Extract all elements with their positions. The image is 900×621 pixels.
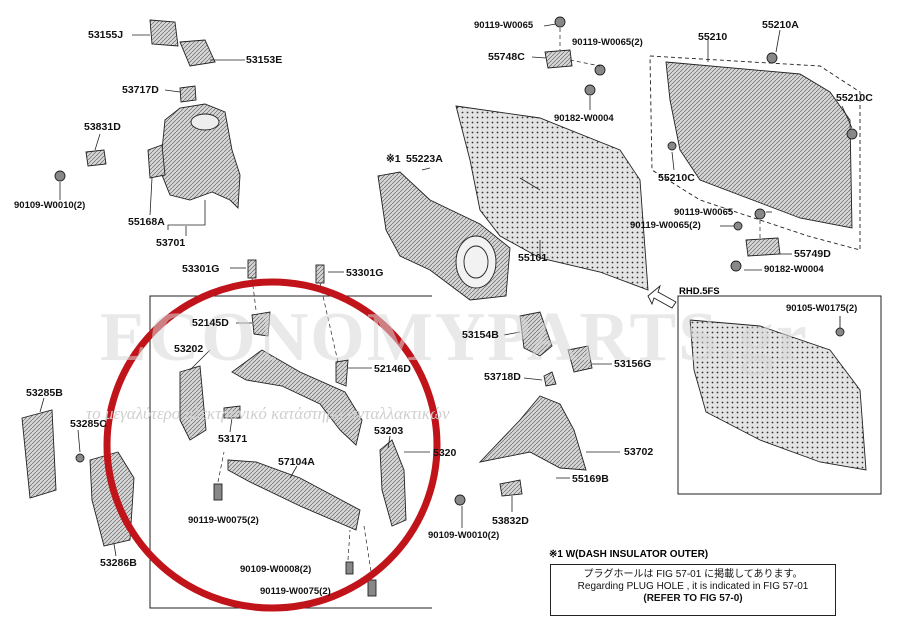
label-52145D: 52145D xyxy=(192,317,229,329)
label-53286B: 53286B xyxy=(100,557,137,569)
label-55169B: 55169B xyxy=(572,473,609,485)
left-bracket-leaders xyxy=(39,397,117,557)
label-55748C: 55748C xyxy=(488,51,525,63)
apron-right-part xyxy=(454,311,593,506)
label-53202: 53202 xyxy=(174,343,204,355)
note-line-2: Regarding PLUG HOLE , it is indicated in… xyxy=(577,581,809,592)
label-53285B: 53285B xyxy=(26,387,63,399)
label-55210C-left: 55210C xyxy=(658,172,695,184)
label-55210C-right: 55210C xyxy=(836,92,873,104)
label-53153E: 53153E xyxy=(246,54,283,66)
rhd-inset-frame xyxy=(677,295,882,495)
label-53702: 53702 xyxy=(624,446,654,458)
label-53154B: 53154B xyxy=(462,329,499,341)
dash-insulator-dashes xyxy=(559,28,761,240)
label-55223A-marker: ※1 xyxy=(386,153,401,165)
label-53285C: 53285C xyxy=(70,418,107,430)
label-55168A: 55168A xyxy=(128,216,165,228)
label-90119-W0075-a: 90119-W0075(2) xyxy=(188,515,259,526)
label-90119-W0065-a: 90119-W0065 xyxy=(474,20,534,31)
label-90109-W0008: 90109-W0008(2) xyxy=(240,564,312,575)
label-53301G-right: 53301G xyxy=(346,267,384,279)
front-panel-leaders xyxy=(217,277,373,579)
label-90109-W0010-a: 90109-W0010(2) xyxy=(14,200,86,211)
note-line-1: プラグホールは FIG 57-01 に掲載してあります。 xyxy=(583,569,803,580)
label-90119-W0075-b: 90119-W0075(2) xyxy=(260,586,331,597)
front-panel-solid-leaders xyxy=(189,267,430,479)
label-90109-W0010-b: 90109-W0010(2) xyxy=(428,530,500,541)
front-panel-parts xyxy=(179,259,407,597)
label-90119-W0065-b: 90119-W0065(2) xyxy=(572,37,643,48)
label-55101: 55101 xyxy=(518,252,548,264)
highlight-circle xyxy=(103,278,441,612)
rhd-dash-panel xyxy=(689,316,867,471)
label-53156G: 53156G xyxy=(614,358,652,370)
label-55210: 55210 xyxy=(698,31,728,43)
apron-right-leaders xyxy=(461,331,620,528)
rhd-label: RHD.5FS xyxy=(679,286,720,297)
dash-insulator-part xyxy=(544,16,861,272)
label-57104A: 57104A xyxy=(278,456,315,468)
label-55749D: 55749D xyxy=(794,248,831,260)
label-53155J: 53155J xyxy=(88,29,124,41)
apron-left-part xyxy=(54,19,241,210)
label-53832D: 53832D xyxy=(492,515,529,527)
label-53717D: 53717D xyxy=(122,84,159,96)
label-53718D: 53718D xyxy=(484,371,521,383)
label-53301G-left: 53301G xyxy=(182,263,220,275)
label-53831D: 53831D xyxy=(84,121,121,133)
rhd-arrow-icon xyxy=(647,284,677,309)
label-90119-W0065-d: 90119-W0065(2) xyxy=(630,220,701,231)
label-55223A: 55223A xyxy=(406,153,443,165)
note-line-3: (REFER TO FIG 57-0) xyxy=(643,593,743,604)
note-box: プラグホールは FIG 57-01 に掲載してあります。 Regarding P… xyxy=(550,564,836,616)
label-90105-W0175: 90105-W0175(2) xyxy=(786,303,858,314)
label-53171: 53171 xyxy=(218,433,248,445)
dash-insulator-leaders xyxy=(421,23,853,271)
label-90182-W0004-b: 90182-W0004 xyxy=(764,264,824,275)
label-55210A: 55210A xyxy=(762,19,799,31)
note-heading: ※1 W(DASH INSULATOR OUTER) xyxy=(549,549,709,560)
label-53701: 53701 xyxy=(156,237,186,249)
label-90119-W0065-c: 90119-W0065 xyxy=(674,207,734,218)
dash-panel-part xyxy=(377,105,649,301)
label-90182-W0004-a: 90182-W0004 xyxy=(554,113,614,124)
label-5320: 5320 xyxy=(433,447,457,459)
apron-left-leaders xyxy=(59,34,245,236)
label-53203: 53203 xyxy=(374,425,404,437)
label-52146D: 52146D xyxy=(374,363,411,375)
